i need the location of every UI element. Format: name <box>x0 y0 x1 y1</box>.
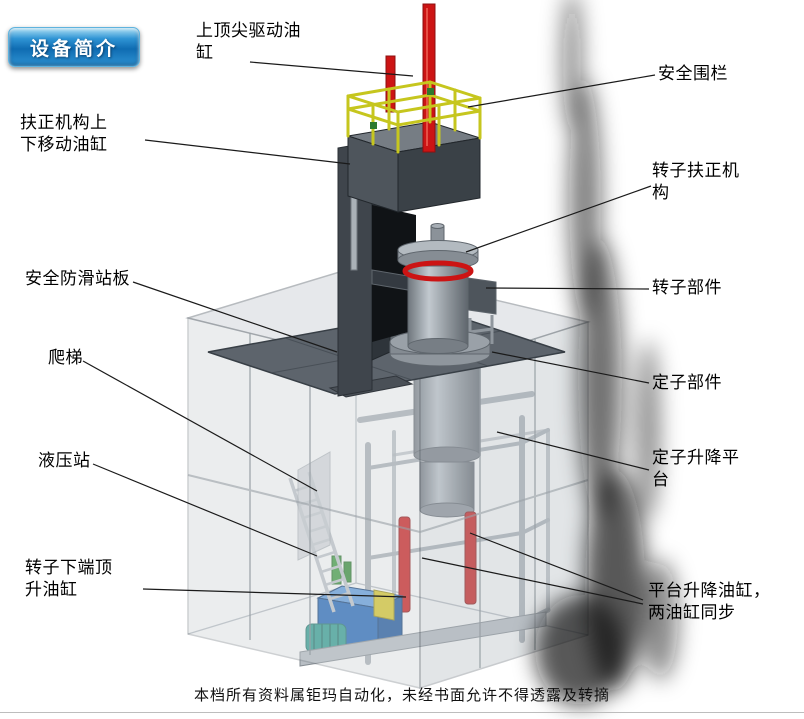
label-rotor-part: 转子部件 <box>652 278 722 297</box>
leader-lines <box>82 61 656 605</box>
label-rotor-jack-cylinder: 转子下端顶 升油缸 <box>25 558 113 600</box>
label-ladder: 爬梯 <box>48 348 83 367</box>
enclosure-box <box>185 266 591 690</box>
label-antislip-board: 安全防滑站板 <box>25 269 130 288</box>
shadow-smudge <box>535 0 678 705</box>
title-badge-label: 设备简介 <box>29 37 118 60</box>
label-top-drive-cylinder: 上顶尖驱动油 缸 <box>196 21 301 63</box>
rotor-assembly <box>371 223 497 367</box>
rotor-red-ring <box>402 260 474 282</box>
label-stator-part: 定子部件 <box>652 373 722 392</box>
top-drive-rod <box>385 3 436 153</box>
label-safety-fence: 安全围栏 <box>658 64 728 83</box>
footer-note: 本档所有资料属钜玛自动化，未经书面允许不得透露及转摘 <box>193 688 610 704</box>
railing-block <box>427 88 434 95</box>
label-platform-lift-cylinders: 平台升降油缸， 两油缸同步 <box>648 581 771 623</box>
label-hydraulic-station: 液压站 <box>38 451 91 470</box>
title-badge: 设备简介 <box>8 27 140 67</box>
head-box <box>347 121 481 213</box>
label-centering-cylinder: 扶正机构上 下移动油缸 <box>20 113 108 155</box>
safety-railing <box>346 80 482 154</box>
lift-cylinders <box>398 511 477 613</box>
label-rotor-centering-mechanism: 转子扶正机 构 <box>652 161 740 203</box>
railing-block <box>370 122 377 129</box>
stator-assembly <box>413 361 481 518</box>
bottom-divider <box>0 712 804 713</box>
label-stator-lift-platform: 定子升降平 台 <box>652 448 740 490</box>
